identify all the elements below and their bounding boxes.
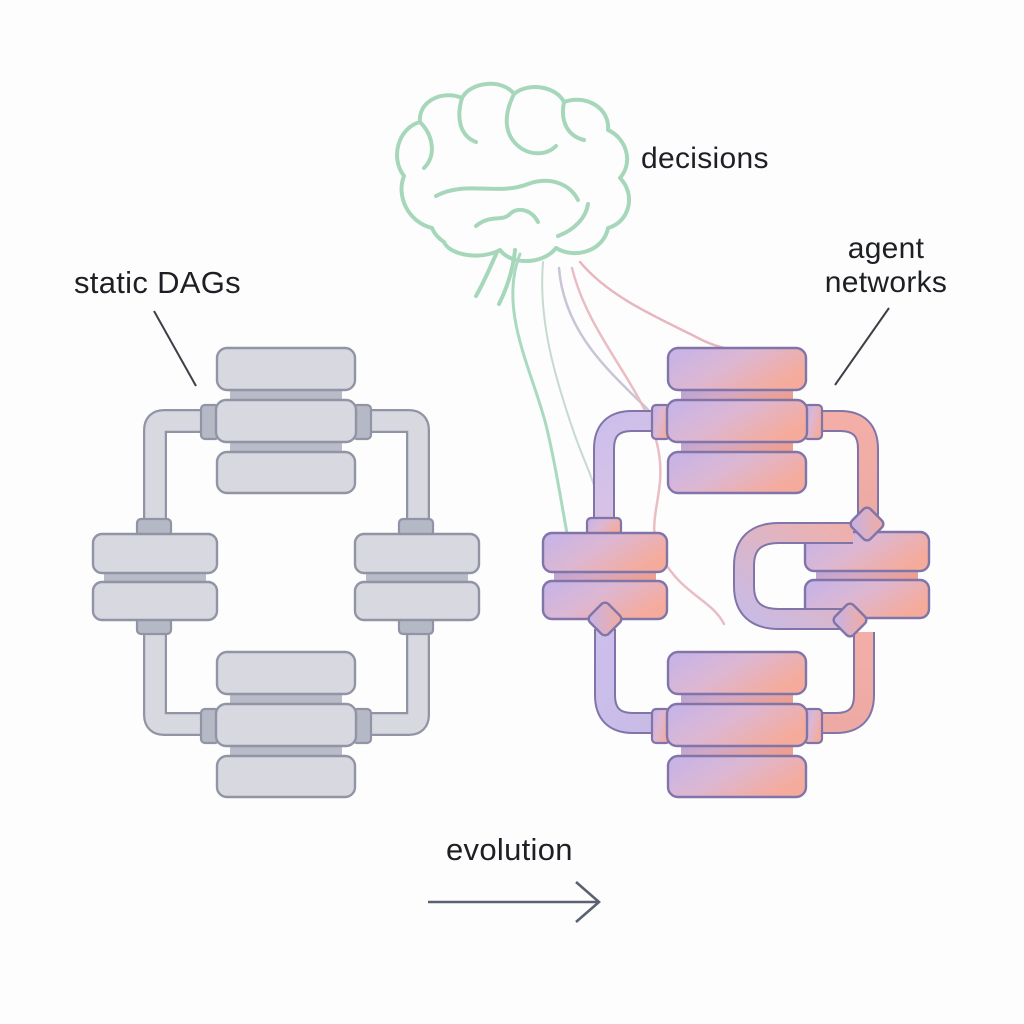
- static-dags-pointer-line: [153, 310, 197, 387]
- agent-pipe-loop: [733, 522, 853, 630]
- agent-node-right: [803, 530, 931, 620]
- brain-icon: [395, 81, 631, 306]
- dag-pipe-top-left: [143, 409, 212, 522]
- dag-node-right: [353, 517, 481, 636]
- dag-pipe-bottom-left: [143, 628, 212, 736]
- agent-pipe-top-left: [593, 410, 658, 524]
- tendril-pink-lower: [570, 266, 726, 626]
- evolution-arrow: [428, 881, 601, 923]
- tendril-sage: [541, 261, 600, 508]
- dag-node-left: [91, 517, 219, 636]
- brain-stem: [497, 248, 517, 306]
- agent-networks-pointer-line: [834, 307, 890, 386]
- agent-pipe-bottom-left: [594, 629, 658, 734]
- decisions-label: decisions: [641, 142, 769, 175]
- agent-node-top: [650, 346, 824, 495]
- decision-tendrils: [511, 252, 734, 626]
- agent-networks-label: agent networks: [824, 232, 948, 299]
- static-dag-diagram: [91, 346, 481, 799]
- dag-node-top: [199, 346, 373, 495]
- dag-node-bottom: [199, 650, 373, 799]
- agent-network-diagram: [541, 346, 931, 799]
- agent-pipe-top-right: [816, 410, 879, 518]
- tendril-green: [511, 252, 571, 546]
- agent-pipe-bottom-right: [816, 632, 875, 734]
- evolution-label: evolution: [446, 832, 573, 867]
- agent-node-bottom: [650, 650, 824, 799]
- static-dags-label: static DAGs: [74, 265, 241, 300]
- dag-pipe-bottom-right: [361, 628, 430, 736]
- dag-pipe-top-right: [361, 409, 430, 522]
- brain-stem: [474, 250, 499, 298]
